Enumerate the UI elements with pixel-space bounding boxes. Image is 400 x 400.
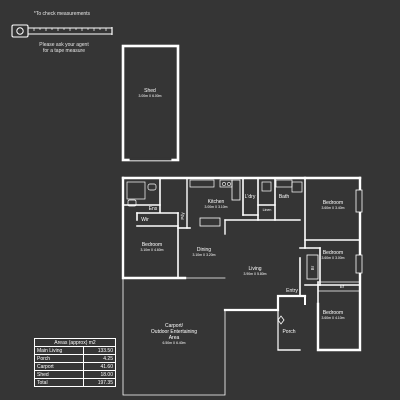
label-carport-line3: Area — [169, 335, 180, 341]
outer-wall-left — [121, 176, 187, 280]
area-label: Shed — [34, 370, 84, 379]
areas-row: Shed 18.00 — [34, 370, 116, 379]
label-carport-line1: Carport/ — [165, 323, 184, 329]
area-value: 18.00 — [82, 370, 116, 379]
label-bath: Bath — [279, 194, 290, 200]
area-label: Total — [34, 378, 84, 387]
areas-row: Porch 4.25 — [34, 354, 116, 363]
areas-row: Carport 41.60 — [34, 362, 116, 371]
label-carport-line2: Outdoor Entertaining — [151, 329, 197, 335]
label-pdy: Pdy — [180, 211, 185, 219]
label-bedroom-1: Bedroom — [142, 242, 162, 248]
label-br-1: Br — [310, 265, 315, 270]
dim-bedroom-1: 3.10m X 4.60m — [141, 248, 164, 252]
plan-walls — [121, 44, 363, 396]
tape-measure-icon — [11, 24, 113, 38]
areas-header-row: Areas (approx) m2 — [34, 338, 116, 347]
shed-outline — [121, 44, 180, 162]
label-living: Living — [248, 266, 261, 272]
label-kitchen: Kitchen — [208, 199, 225, 205]
label-bedroom-3: Bedroom — [323, 250, 343, 256]
label-bedroom-2: Bedroom — [323, 200, 343, 206]
areas-header: Areas (approx) m2 — [34, 338, 116, 347]
label-entry: Entry — [286, 288, 298, 294]
label-shed: Shed — [144, 88, 156, 94]
label-linen: Linen — [263, 208, 272, 212]
label-wir: Wir — [141, 217, 149, 223]
area-label: Main Living — [34, 346, 84, 355]
label-ldry: L'dry — [245, 194, 256, 200]
dim-bedroom-2: 3.60m X 3.40m — [322, 206, 345, 210]
tape-note-line2: for a tape measure — [43, 48, 85, 54]
carport-outline — [122, 277, 226, 396]
area-value: 41.60 — [82, 362, 116, 371]
room-labels: Shed 3.00m X 6.00m Ens Wir Bedroom 3.10m… — [139, 88, 345, 345]
label-dining: Dining — [197, 247, 211, 253]
area-value: 197.35 — [82, 378, 116, 387]
dim-bedroom-4: 3.60m X 4.10m — [322, 316, 345, 320]
label-bedroom-4: Bedroom — [323, 310, 343, 316]
tape-note-top: *To check measurements — [33, 11, 91, 17]
dim-dining: 3.10m X 3.20m — [193, 253, 216, 257]
label-br-2: Br — [340, 284, 345, 289]
tape-note-line1: Please ask your agent — [39, 42, 89, 48]
area-value: 133.50 — [82, 346, 116, 355]
areas-row: Total 197.35 — [34, 378, 116, 387]
area-label: Porch — [34, 354, 84, 363]
dim-bedroom-3: 3.60m X 3.00m — [322, 256, 345, 260]
areas-row: Main Living 133.50 — [34, 346, 116, 355]
areas-table: Areas (approx) m2 Main Living 133.50 Por… — [34, 338, 116, 387]
dim-living: 3.90m X 5.80m — [244, 272, 267, 276]
tape-note-bottom: Please ask your agent for a tape measure — [24, 42, 104, 54]
area-label: Carport — [34, 362, 84, 371]
dim-kitchen: 3.00m X 3.10m — [205, 205, 228, 209]
area-value: 4.25 — [82, 354, 116, 363]
dim-shed: 3.00m X 6.00m — [139, 94, 162, 98]
label-porch: Porch — [282, 329, 295, 335]
dim-carport: 6.50m X 6.40m — [163, 341, 186, 345]
label-ens: Ens — [149, 206, 158, 212]
outer-wall-bottom-mid — [223, 294, 307, 312]
